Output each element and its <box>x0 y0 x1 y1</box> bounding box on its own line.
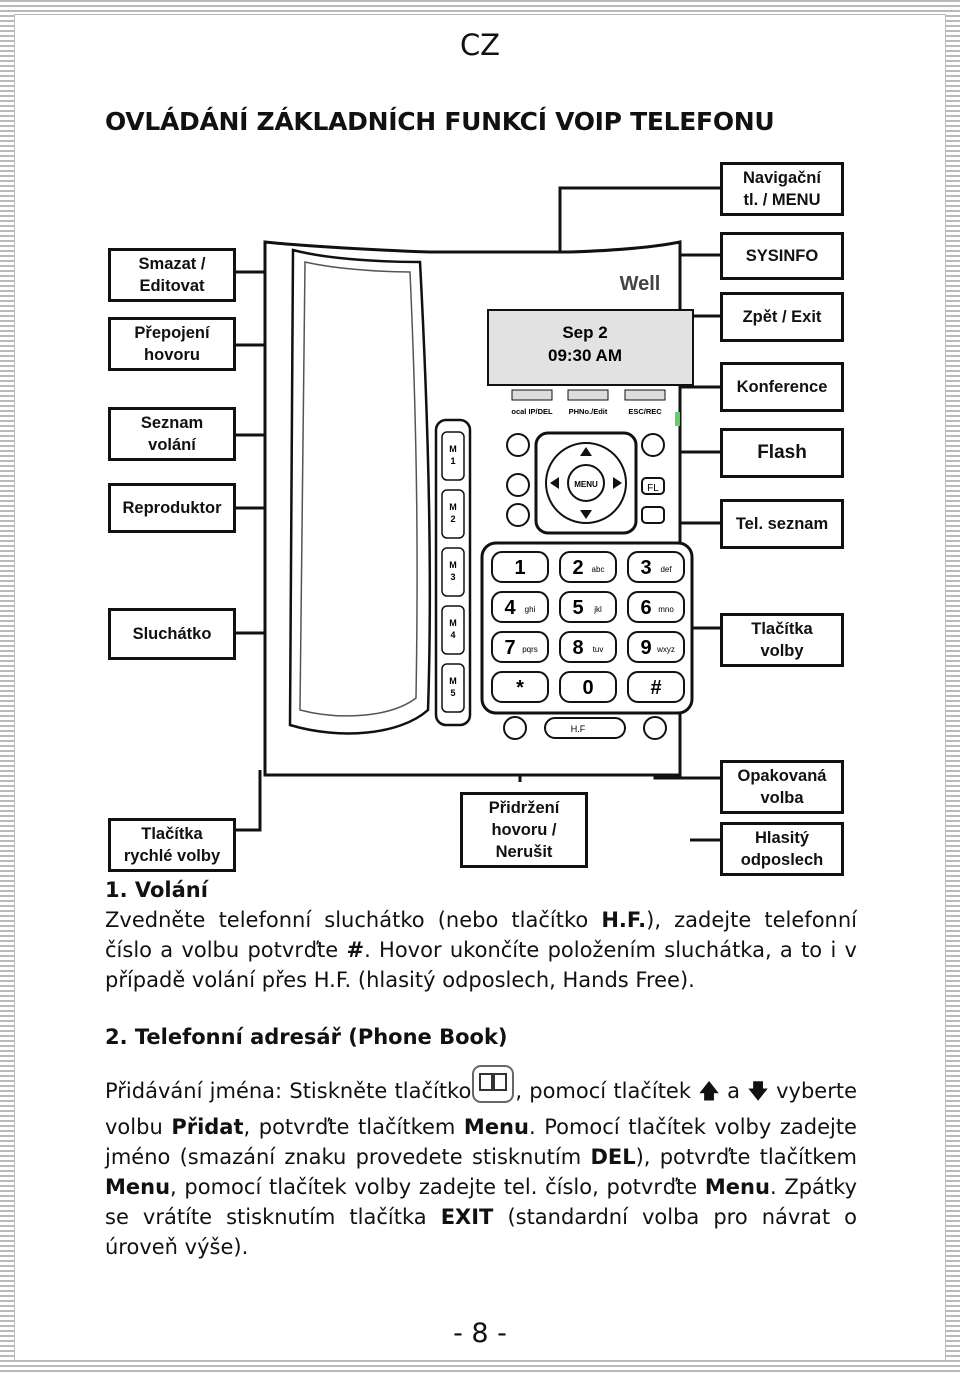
svg-text:PHNo./Edit: PHNo./Edit <box>569 407 608 416</box>
svg-text:09:30 AM: 09:30 AM <box>548 346 622 365</box>
memory-key <box>441 547 465 597</box>
memory-key-label: 5 <box>450 688 455 698</box>
label-reproduktor: Reproduktor <box>108 483 236 533</box>
section-1-heading: 1. Volání <box>105 878 208 902</box>
key-letters: abc <box>592 565 605 574</box>
section-1-text: Zvedněte telefonní sluchátko (nebo tlačí… <box>105 908 857 992</box>
svg-text:MENU: MENU <box>574 480 598 489</box>
page-title: OVLÁDÁNÍ ZÁKLADNÍCH FUNKCÍ VOIP TELEFONU <box>105 107 775 136</box>
svg-text:ocal IP/DEL: ocal IP/DEL <box>511 407 553 416</box>
key-* <box>491 671 549 703</box>
arrow-up-icon: 🡅 <box>698 1079 720 1103</box>
memory-key-label: 3 <box>450 572 455 582</box>
key-letters: tuv <box>593 645 604 654</box>
label-tlacitka-rychle: Tlačítka rychlé volby <box>108 818 236 872</box>
key-5 <box>559 591 617 623</box>
key-digit: * <box>516 677 524 699</box>
key-digit: 9 <box>640 637 651 659</box>
key-9 <box>627 631 685 663</box>
key-digit: 2 <box>572 557 583 579</box>
label-zpet: Zpět / Exit <box>720 292 844 342</box>
key-digit: 1 <box>514 557 525 579</box>
memory-key <box>441 663 465 713</box>
label-sysinfo: SYSINFO <box>720 232 844 280</box>
key-0 <box>559 671 617 703</box>
key-3 <box>627 551 685 583</box>
svg-text:ESC/REC: ESC/REC <box>628 407 662 416</box>
label-navigacni: Navigační tl. / MENU <box>720 162 844 216</box>
key-letters: def <box>660 565 672 574</box>
memory-key-label: M <box>449 676 457 686</box>
key-letters: jkl <box>593 605 602 614</box>
key-7 <box>491 631 549 663</box>
key-digit: 0 <box>582 677 593 699</box>
key-digit: 4 <box>504 597 516 619</box>
key-1 <box>491 551 549 583</box>
svg-text:FL: FL <box>647 483 659 494</box>
label-tlacitka-volby: Tlačítka volby <box>720 613 844 667</box>
key-4 <box>491 591 549 623</box>
section-2-text: Přidávání jména: Stiskněte tlačítko, pom… <box>105 1064 857 1262</box>
key-digit: 3 <box>640 557 651 579</box>
key-letters: wxyz <box>656 645 675 654</box>
page-number: - 8 - <box>453 1318 507 1349</box>
key-letters: ghi <box>525 605 536 614</box>
key-letters: pqrs <box>522 645 538 654</box>
phone-diagram: Well Sep 2 09:30 AM ocal IP/DEL PHNo./Ed… <box>100 150 860 880</box>
phonebook-icon <box>471 1064 515 1112</box>
key-digit: 7 <box>504 637 515 659</box>
label-hlasity: Hlasitý odposlech <box>720 822 844 876</box>
svg-text:H.F: H.F <box>571 724 586 734</box>
label-opakovana: Opakovaná volba <box>720 760 844 814</box>
key-letters: mno <box>658 605 674 614</box>
label-prepojeni: Přepojení hovoru <box>108 317 236 371</box>
memory-key-label: M <box>449 444 457 454</box>
label-pridrzeni: Přidržení hovoru / Nerušit <box>460 792 588 868</box>
memory-key-label: M <box>449 618 457 628</box>
key-digit: # <box>650 677 661 699</box>
label-konference: Konference <box>720 362 844 412</box>
key-# <box>627 671 685 703</box>
arrow-down-icon: 🡇 <box>747 1079 769 1103</box>
memory-key <box>441 431 465 481</box>
phone-illustration: Well Sep 2 09:30 AM ocal IP/DEL PHNo./Ed… <box>235 186 720 842</box>
label-sluchatko: Sluchátko <box>108 608 236 660</box>
key-6 <box>627 591 685 623</box>
svg-text:Sep 2: Sep 2 <box>562 323 607 342</box>
key-digit: 6 <box>640 597 651 619</box>
section-2-heading: 2. Telefonní adresář (Phone Book) <box>105 1025 508 1049</box>
label-seznam-volani: Seznam volání <box>108 407 236 461</box>
label-tel-seznam: Tel. seznam <box>720 499 844 549</box>
label-flash: Flash <box>720 428 844 478</box>
memory-key-label: M <box>449 502 457 512</box>
key-2 <box>559 551 617 583</box>
memory-key-label: M <box>449 560 457 570</box>
label-smazat: Smazat / Editovat <box>108 248 236 302</box>
language-code: CZ <box>459 28 501 62</box>
memory-key-label: 2 <box>450 514 455 524</box>
key-8 <box>559 631 617 663</box>
memory-key <box>441 489 465 539</box>
memory-key <box>441 605 465 655</box>
keypad: 1 2 abc 3 def 4 ghi 5 jkl 6 mno 7 pqrs 8 tuv 9 wxyz * 0 # <box>491 551 685 703</box>
key-digit: 5 <box>572 597 583 619</box>
memory-key-label: 1 <box>450 456 455 466</box>
key-digit: 8 <box>572 637 583 659</box>
memory-key-label: 4 <box>450 630 455 640</box>
svg-text:Well: Well <box>620 273 661 295</box>
